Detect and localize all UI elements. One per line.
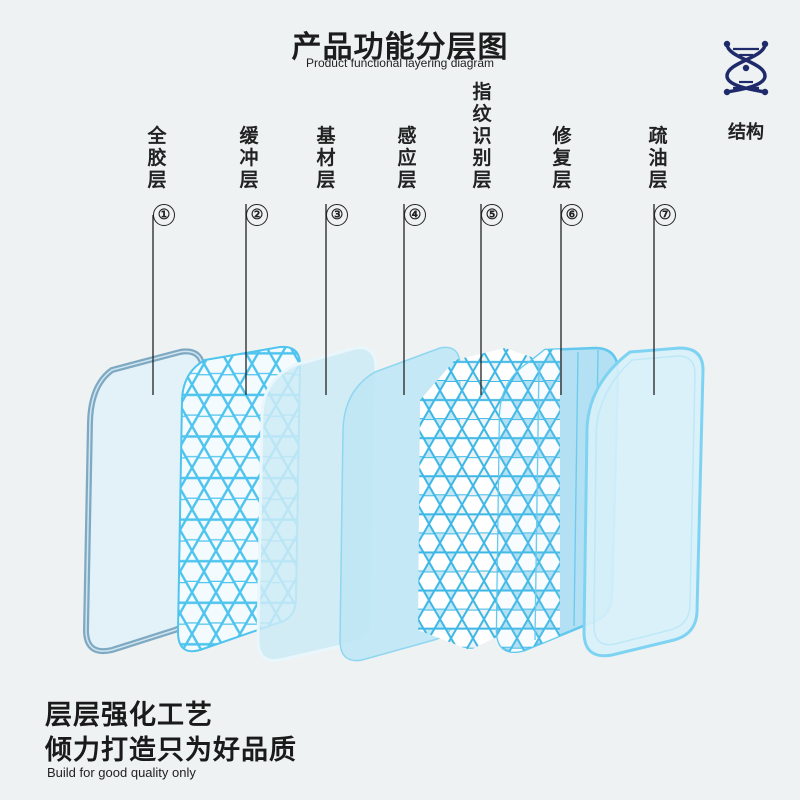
dna-helix-icon (723, 40, 769, 96)
layer-shape-7 (582, 346, 705, 658)
layer-label-4: 感应层 (397, 125, 417, 191)
layer-label-5: 指纹识别层 (472, 81, 492, 191)
layer-label-6: 修复层 (552, 125, 572, 191)
leader-lines (152, 204, 655, 395)
structure-label: 结构 (728, 122, 764, 143)
tagline-english: Build for good quality only (47, 765, 196, 780)
layer-label-2: 缓冲层 (239, 125, 259, 191)
layer-shape-1 (82, 348, 207, 654)
tagline-line-2: 倾力打造只为好品质 (45, 735, 297, 766)
layer-label-3: 基材层 (316, 125, 336, 191)
tagline-line-1: 层层强化工艺 (45, 700, 213, 731)
layer-label-1: 全胶层 (147, 125, 167, 191)
page-title: 产品功能分层图 (291, 30, 509, 65)
layer-label-7: 疏油层 (648, 125, 668, 191)
page-subtitle: Product functional layering diagram (305, 56, 495, 70)
